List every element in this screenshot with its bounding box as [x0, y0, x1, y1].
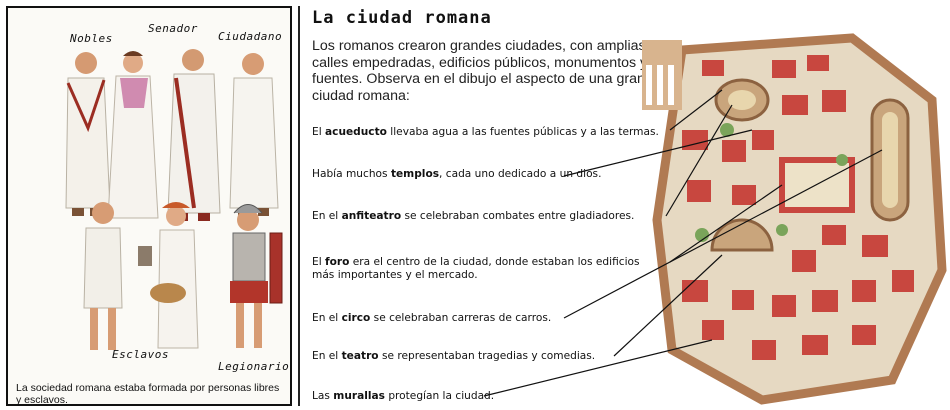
note-acueducto: El acueducto llevaba agua a las fuentes … — [312, 126, 659, 138]
label-ciudadano: Ciudadano — [218, 30, 283, 43]
panel-divider — [298, 6, 300, 406]
label-senador: Senador — [148, 22, 198, 35]
society-caption: La sociedad romana estaba formada por pe… — [16, 382, 280, 406]
roman-city-illustration — [642, 33, 947, 405]
figure-noble-woman — [107, 51, 159, 219]
figure-slave-man — [83, 202, 152, 350]
note-teatro: En el teatro se representaban tragedias … — [312, 350, 596, 362]
label-nobles: Nobles — [70, 32, 113, 45]
aqueduct — [642, 40, 682, 110]
label-legionario: Legionario — [218, 360, 290, 373]
figure-legionary — [230, 204, 283, 348]
note-foro: El foro era el centro de la ciudad, dond… — [312, 256, 640, 281]
note-templos: Había muchos templos, cada uno dedicado … — [312, 168, 602, 180]
intro-paragraph: Los romanos crearon grandes ciudades, co… — [312, 38, 648, 104]
roman-society-figures — [8, 8, 290, 380]
label-esclavos: Esclavos — [112, 348, 169, 361]
figure-slave-woman — [150, 202, 199, 349]
figure-citizen — [229, 53, 279, 216]
society-illustration-panel: Nobles Senador Ciudadano Esclavos Legion… — [6, 6, 292, 406]
note-anfiteatro: En el anfiteatro se celebraban combates … — [312, 210, 635, 222]
page-title: La ciudad romana — [312, 8, 492, 28]
note-circo: En el circo se celebraban carreras de ca… — [312, 312, 552, 324]
note-murallas: Las murallas protegían la ciudad. — [312, 390, 495, 402]
roman-city-panel: La ciudad romana Los romanos crearon gra… — [302, 0, 950, 410]
figure-senator — [167, 49, 221, 221]
forum — [779, 157, 855, 213]
figure-noble-man — [65, 52, 111, 216]
